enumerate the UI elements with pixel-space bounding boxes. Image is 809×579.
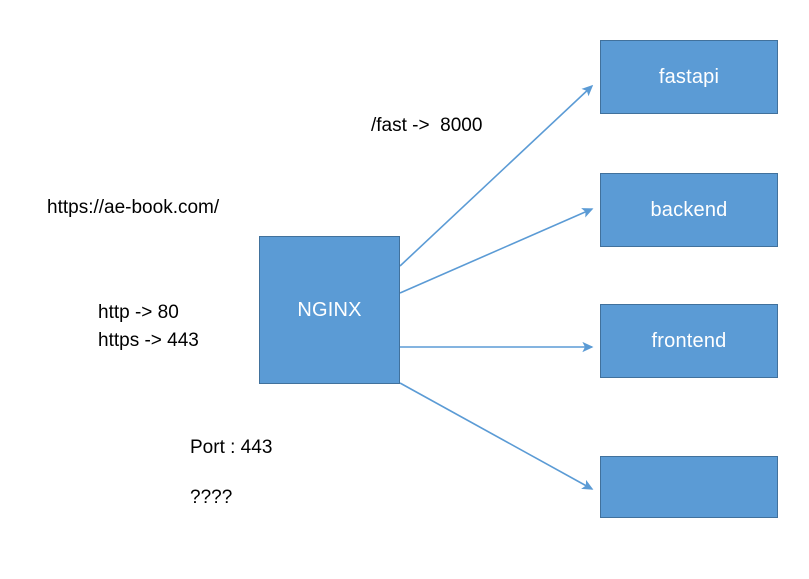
- node-frontend-label: frontend: [651, 330, 727, 352]
- node-unnamed[interactable]: [600, 456, 778, 518]
- edge-nginx-to-backend: [399, 208, 594, 294]
- edge-label-fast-route: /fast -> 8000: [371, 115, 483, 136]
- node-fastapi[interactable]: fastapi: [600, 40, 778, 114]
- caption-port-mapping: http -> 80 https -> 443: [98, 302, 199, 351]
- caption-url: https://ae-book.com/: [47, 197, 220, 218]
- caption-port-line: Port : 443: [190, 437, 273, 458]
- node-nginx-label: NGINX: [297, 299, 362, 321]
- node-backend[interactable]: backend: [600, 173, 778, 247]
- node-backend-label: backend: [650, 199, 728, 221]
- edge-nginx-to-unnamed: [399, 382, 594, 490]
- caption-unknown: ????: [190, 487, 233, 508]
- node-frontend[interactable]: frontend: [600, 304, 778, 378]
- node-fastapi-label: fastapi: [658, 66, 720, 88]
- node-nginx[interactable]: NGINX: [259, 236, 400, 384]
